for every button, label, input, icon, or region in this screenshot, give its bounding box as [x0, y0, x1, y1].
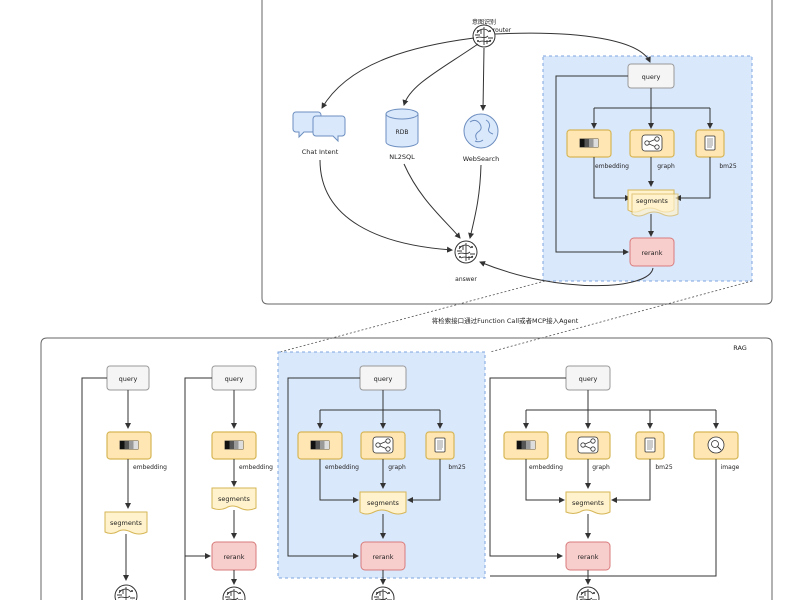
database-icon [385, 108, 419, 148]
col3-answer-brain-icon [371, 586, 395, 604]
router-label-cn: 意图识别 [472, 18, 496, 26]
col4-bm25-label: bm25 [655, 464, 672, 471]
col2-segments-label: segments [218, 495, 251, 503]
col4-segments-box [565, 491, 611, 515]
col4-answer-brain-icon [576, 586, 600, 604]
col2-embedding-vector-icon [224, 440, 244, 450]
rdb-label: RDB [396, 129, 409, 136]
col3-graph-nodes-icon [372, 436, 394, 454]
top-document-icon [704, 135, 716, 151]
col4-image-search-icon [707, 436, 725, 454]
col3-segments-box [359, 491, 407, 515]
connector-note: 将检索接口通过Function Call或者MCP接入Agent [432, 316, 579, 325]
chat-bubbles-icon [292, 111, 346, 143]
top-embedding-vector-icon [579, 138, 599, 148]
col1-segments-box [104, 511, 148, 535]
top-bm25-label: bm25 [719, 163, 736, 170]
col2-embedding-label: embedding [239, 464, 273, 471]
col1-answer-brain-icon [114, 584, 138, 604]
col4-query-label: query [579, 375, 598, 383]
col3-embedding-label: embedding [325, 464, 359, 471]
websearch-label: WebSearch [463, 155, 500, 163]
answer-brain-icon [454, 240, 478, 264]
col2-rerank-label: rerank [223, 553, 244, 561]
col1-embedding-vector-icon [119, 440, 139, 450]
col4-image-label: image [721, 464, 740, 471]
answer-label: answer [455, 276, 477, 283]
router-label-en: router [493, 27, 512, 34]
top-rerank-box [629, 237, 675, 267]
nl2sql-label: NL2SQL [389, 153, 415, 161]
col4-segments-label: segments [572, 499, 605, 507]
globe-icon [463, 113, 499, 149]
chat-intent-label: Chat Intent [302, 148, 339, 156]
col1-query-label: query [119, 375, 138, 383]
router-brain-icon [472, 24, 496, 48]
top-rerank-label: rerank [641, 249, 662, 257]
top-frame [261, 0, 773, 305]
col4-embedding-label: embedding [529, 464, 563, 471]
col4-graph-nodes-icon [577, 436, 599, 454]
top-segments-label: segments [636, 197, 669, 205]
col3-segments-label: segments [367, 499, 400, 507]
col1-embedding-label: embedding [133, 464, 167, 471]
col2-query-label: query [225, 375, 244, 383]
col3-embedding-vector-icon [310, 440, 330, 450]
top-graph-label: graph [657, 163, 675, 170]
top-graph-nodes-icon [641, 134, 663, 152]
col2-answer-brain-icon [222, 586, 246, 604]
rag-title: RAG [733, 344, 747, 352]
col4-graph-label: graph [592, 464, 610, 471]
col1-segments-label: segments [110, 519, 143, 527]
top-query-label: query [642, 73, 661, 81]
col2-segments-box [211, 487, 257, 511]
bottom-frame [40, 337, 773, 600]
col3-document-icon [434, 437, 446, 453]
col4-embedding-vector-icon [516, 440, 536, 450]
col3-query-label: query [374, 375, 393, 383]
col3-rerank-label: rerank [372, 553, 393, 561]
top-embedding-label: embedding [595, 163, 629, 170]
col4-rerank-label: rerank [577, 553, 598, 561]
col3-bm25-label: bm25 [448, 464, 465, 471]
col4-document-icon [644, 437, 656, 453]
col3-graph-label: graph [388, 464, 406, 471]
